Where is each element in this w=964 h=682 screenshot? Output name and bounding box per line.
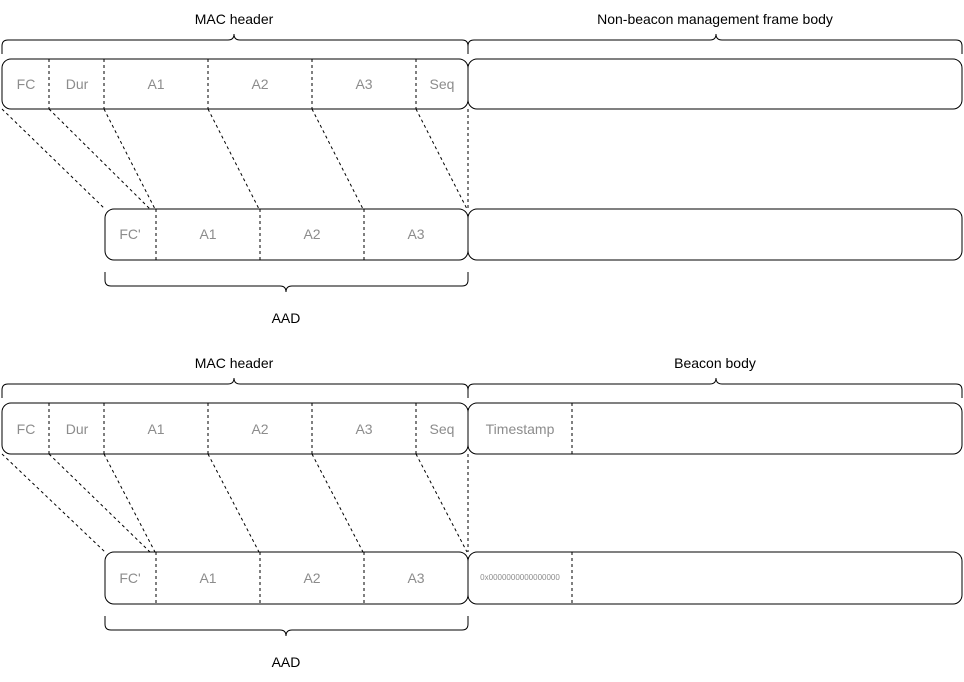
aad-field-fc-prime: FC' (119, 570, 140, 586)
frame-body-copy-box (467, 208, 963, 261)
connector-line (48, 453, 151, 553)
field-dur: Dur (66, 421, 89, 437)
body-brace (467, 33, 963, 54)
connector-line (103, 453, 156, 553)
field-a3: A3 (355, 76, 372, 92)
aad-field-a2: A2 (303, 570, 320, 586)
zeroed-timestamp: 0x0000000000000000 (480, 573, 560, 582)
aad-field-a2: A2 (303, 226, 320, 242)
connector-line (1, 108, 106, 210)
field-a1: A1 (147, 421, 164, 437)
body-brace (467, 377, 963, 398)
mac-header-brace (1, 377, 469, 398)
mac-header-brace (1, 33, 469, 54)
top-diagram: MAC header Non-beacon management frame b… (1, 11, 963, 326)
beacon-body-label: Beacon body (674, 355, 756, 371)
connector-line (207, 453, 260, 553)
aad-label: AAD (272, 310, 301, 326)
aad-field-a3: A3 (407, 226, 424, 242)
beacon-body-copy-box (467, 551, 963, 605)
connector-line (103, 108, 156, 210)
field-a2: A2 (251, 76, 268, 92)
aad-field-a3: A3 (407, 570, 424, 586)
field-dur: Dur (66, 76, 89, 92)
frame-body-label: Non-beacon management frame body (597, 11, 833, 27)
aad-label: AAD (272, 654, 301, 670)
bottom-diagram: MAC header Beacon body FC Dur A1 A2 A3 S… (1, 355, 963, 670)
connector-line (207, 108, 260, 210)
field-timestamp: Timestamp (486, 421, 555, 437)
field-fc: FC (17, 421, 36, 437)
field-seq: Seq (430, 76, 455, 92)
beacon-body-box (467, 402, 963, 455)
connector-line (311, 108, 364, 210)
frame-body-box (467, 58, 963, 110)
field-fc: FC (17, 76, 36, 92)
connector-line (1, 453, 106, 553)
aad-brace (104, 272, 469, 293)
connector-line (311, 453, 364, 553)
field-seq: Seq (430, 421, 455, 437)
field-a1: A1 (147, 76, 164, 92)
mac-header-label: MAC header (195, 355, 274, 371)
aad-field-fc-prime: FC' (119, 226, 140, 242)
field-a3: A3 (355, 421, 372, 437)
connector-line (415, 108, 468, 210)
connector-line (415, 453, 468, 553)
aad-field-a1: A1 (199, 226, 216, 242)
connector-line (48, 108, 151, 210)
aad-brace (104, 616, 469, 637)
field-a2: A2 (251, 421, 268, 437)
mac-header-label: MAC header (195, 11, 274, 27)
aad-field-a1: A1 (199, 570, 216, 586)
